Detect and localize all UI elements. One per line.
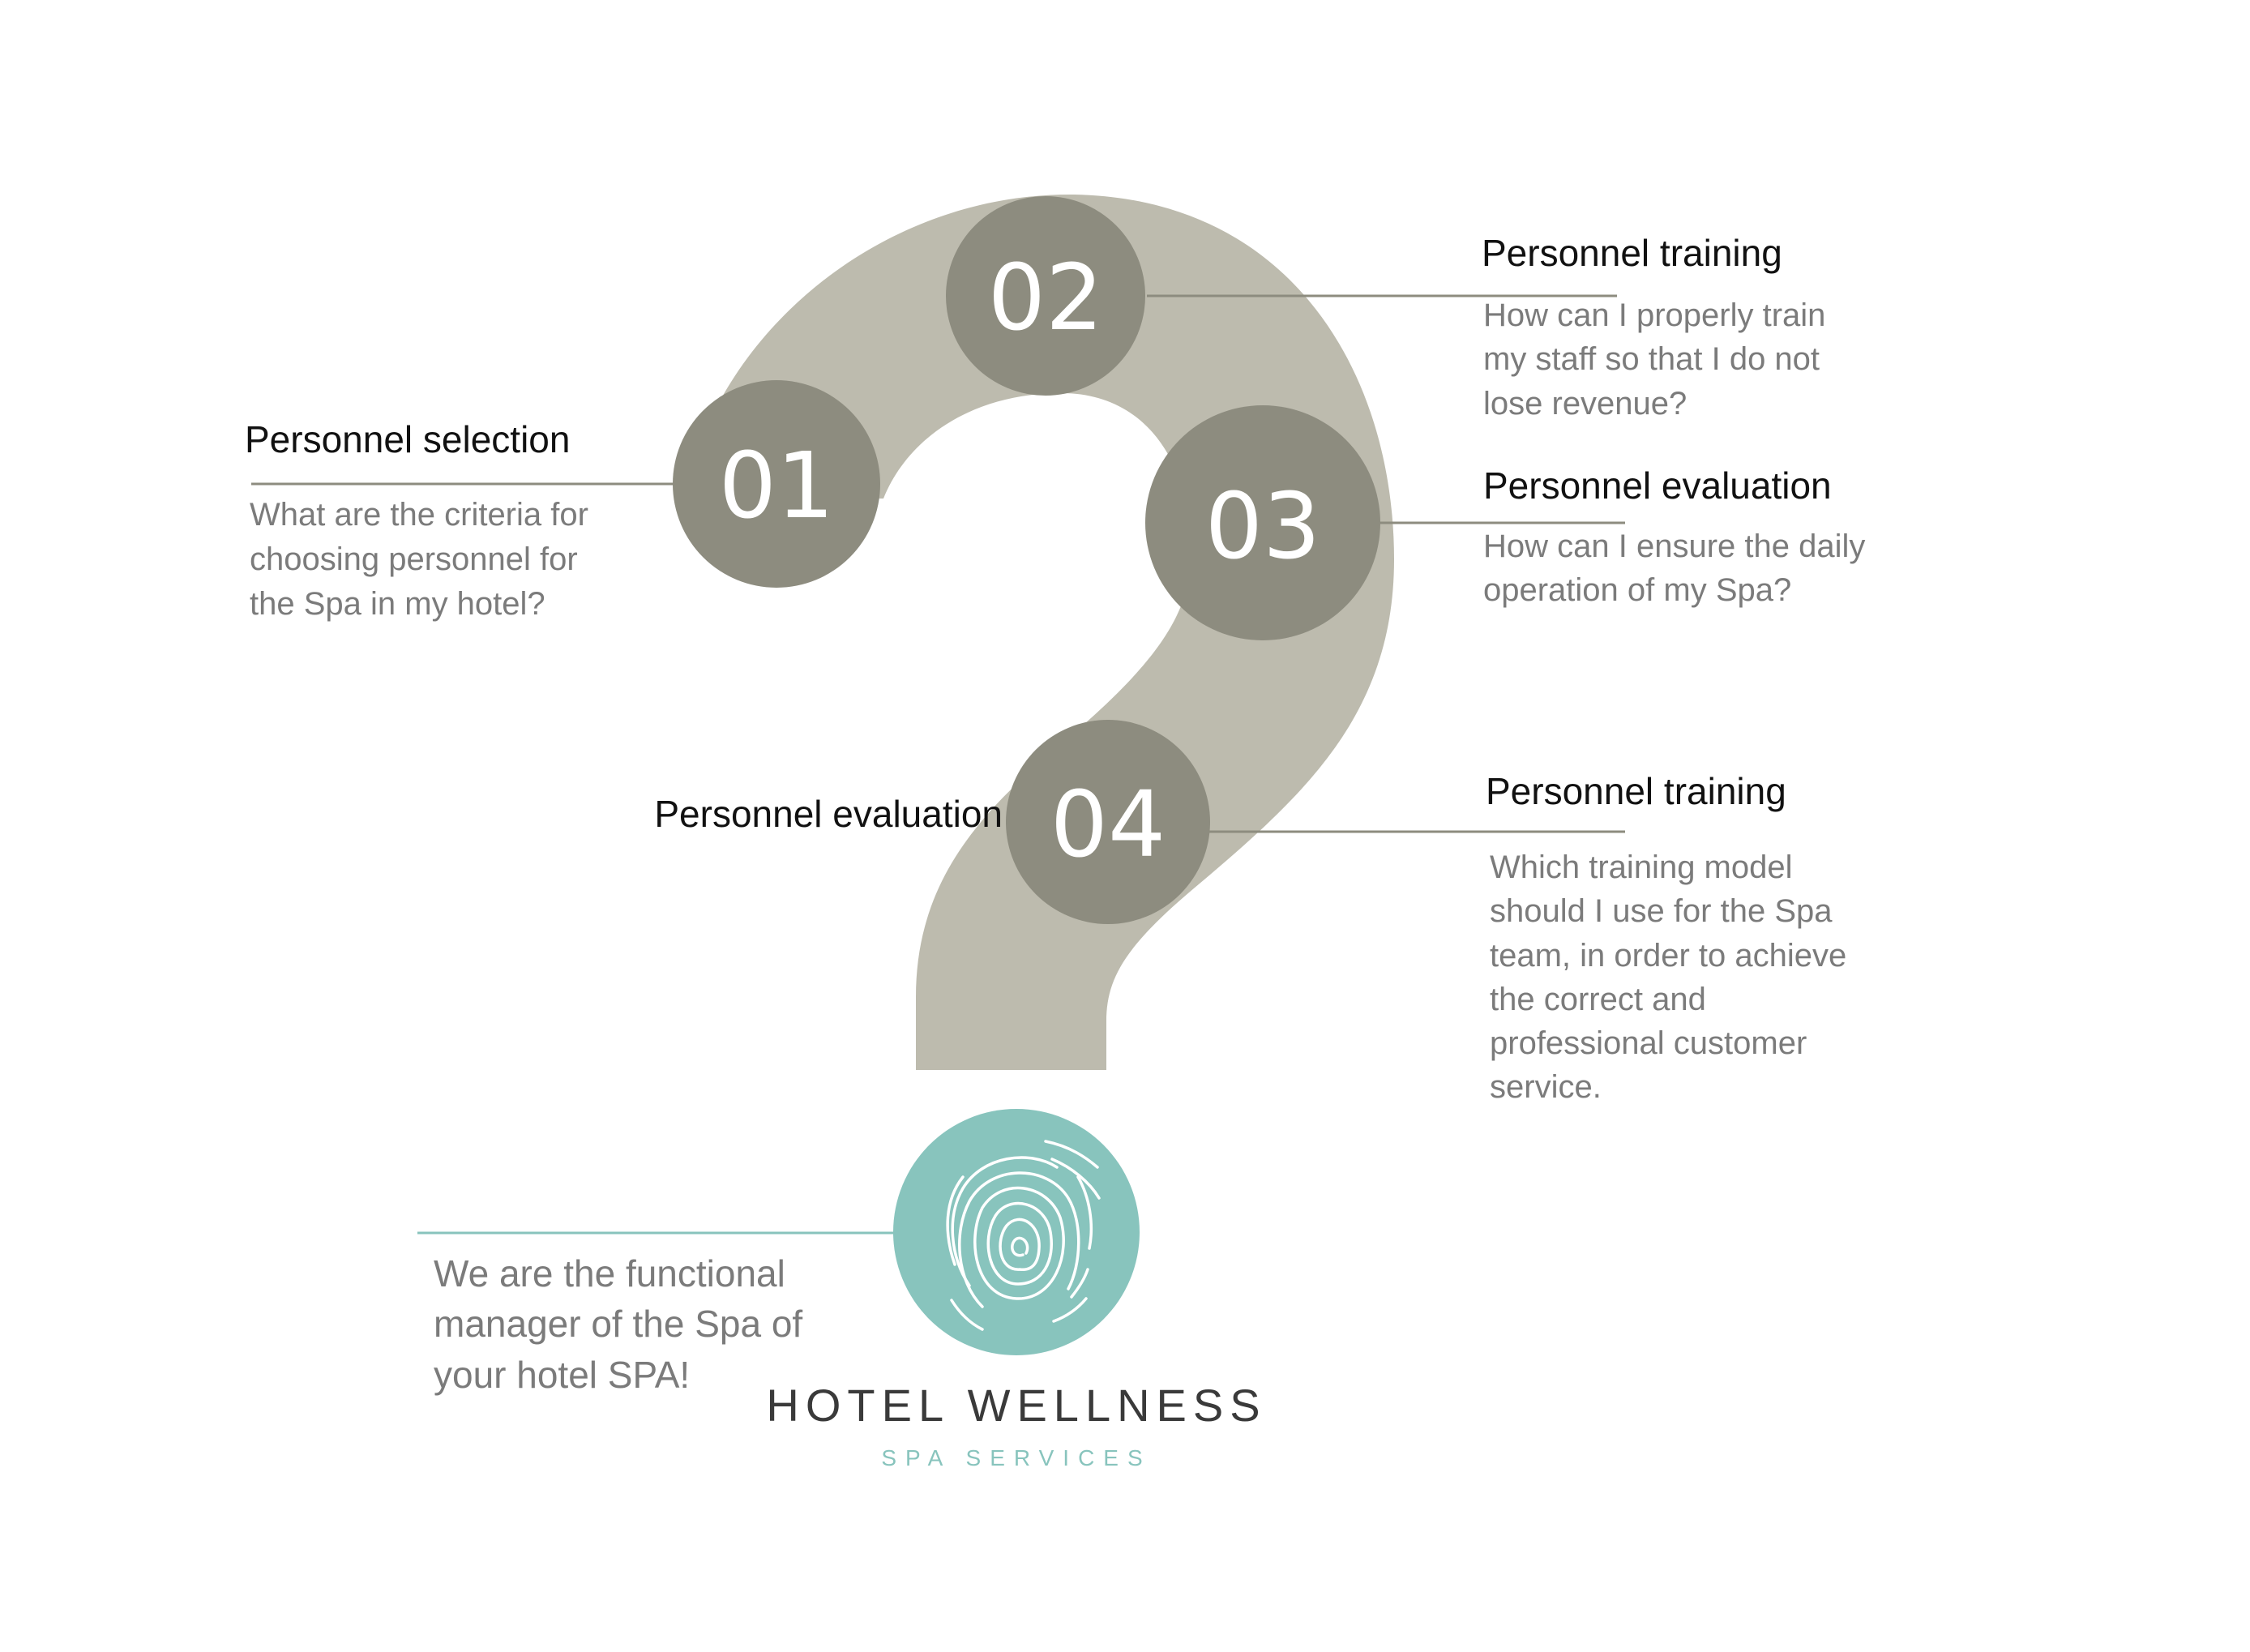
question-mark-band <box>685 194 1394 1071</box>
step-02-desc-line: lose revenue? <box>1483 386 1687 422</box>
step-01-desc-line: What are the criteria for <box>250 497 588 533</box>
step-02-title: Personnel training <box>1482 232 1782 274</box>
step-04-title: Personnel training <box>1486 770 1786 812</box>
fingerprint-icon <box>893 1109 1140 1355</box>
step-02-desc-line: How can I properly train <box>1483 297 1825 333</box>
step-02-circle: 02 <box>946 196 1145 396</box>
step-01-desc-line: choosing personnel for <box>250 541 578 577</box>
step-04-desc-line: professional customer <box>1490 1025 1807 1061</box>
step-03-title: Personnel evaluation <box>1483 464 1832 507</box>
step-02-desc-line: my staff so that I do not <box>1483 341 1820 377</box>
step-03-desc-line: How can I ensure the daily <box>1483 529 1865 564</box>
step-01-title: Personnel selection <box>245 418 570 460</box>
step-02-number: 02 <box>988 246 1104 351</box>
step-03-desc-line: operation of my Spa? <box>1483 572 1791 608</box>
brand-name: HOTEL WELLNESS <box>766 1380 1266 1431</box>
step-04-desc-line: should I use for the Spa <box>1490 893 1833 929</box>
step-04-number: 04 <box>1050 773 1166 878</box>
step-04-desc-line: Which training model <box>1490 850 1793 885</box>
step-03-circle: 03 <box>1145 405 1380 640</box>
step-01-number: 01 <box>719 434 835 539</box>
step-01-desc-line: the Spa in my hotel? <box>250 586 545 622</box>
step-04-circle: 04 <box>1006 720 1210 924</box>
step-04-desc-line: the correct and <box>1490 982 1706 1017</box>
step-04-left-title: Personnel evaluation <box>654 793 1003 835</box>
brand-subtitle: SPA SERVICES <box>881 1445 1151 1470</box>
step-01-circle: 01 <box>673 380 880 588</box>
logo-tagline-line: your hotel SPA! <box>434 1354 690 1396</box>
step-04-desc-line: team, in order to achieve <box>1490 938 1846 974</box>
logo-tagline-line: We are the functional <box>434 1252 785 1295</box>
logo-tagline-line: manager of the Spa of <box>434 1303 802 1345</box>
step-03-number: 03 <box>1205 474 1321 580</box>
step-04-desc-line: service. <box>1490 1069 1602 1105</box>
